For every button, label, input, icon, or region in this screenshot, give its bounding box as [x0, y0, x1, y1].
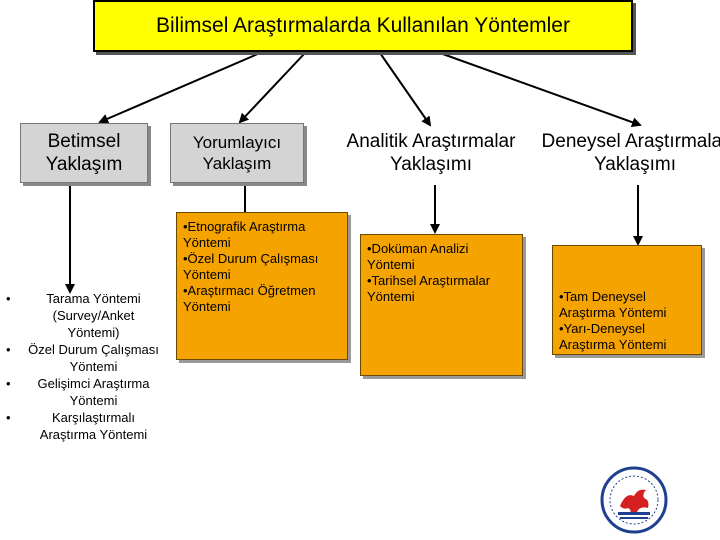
list-item: • Özel Durum Çalışması Yöntemi: [6, 341, 161, 375]
category-deneysel: Deneysel Araştırmalar Yaklaşımı: [522, 130, 720, 180]
category-analitik: Analitik Araştırmalar Yaklaşımı: [318, 130, 544, 180]
arrow-title-deneysel: [439, 52, 642, 127]
list-item: • Tarama Yöntemi (Survey/Anket Yöntemi): [6, 290, 161, 341]
method-item: •Yarı-Deneysel Araştırma Yöntemi: [559, 321, 667, 352]
diagram-title: Bilimsel Araştırmalarda Kullanılan Yönte…: [93, 0, 633, 52]
bullet: •: [6, 291, 11, 306]
bullet: •: [6, 342, 11, 357]
yorumlayici-method-box: •Etnografik Araştırma Yöntemi •Özel Duru…: [176, 212, 348, 360]
list-item-text: Özel Durum Çalışması Yöntemi: [28, 342, 159, 374]
bullet: •: [6, 376, 11, 391]
category-deneysel-line2: Yaklaşımı: [593, 154, 676, 175]
bullet: •: [6, 410, 11, 425]
list-item-text: Tarama Yöntemi (Survey/Anket Yöntemi): [46, 291, 141, 340]
list-item: • Karşılaştırmalı Araştırma Yöntemi: [6, 409, 161, 443]
method-item: •Tarihsel Araştırmalar Yöntemi: [367, 273, 491, 304]
category-deneysel-line1: Deneysel Araştırmalar: [541, 131, 720, 152]
category-yorumlayici: Yorumlayıcı Yaklaşım: [170, 123, 304, 183]
method-item: •Araştırmacı Öğretmen Yöntemi: [183, 283, 316, 314]
list-item-text: Gelişimci Araştırma Yöntemi: [37, 376, 150, 408]
category-analitik-line1: Analitik Araştırmalar: [346, 131, 516, 152]
arrow-title-yorumlayici: [238, 52, 306, 124]
deneysel-method-box: •Tam Deneysel Araştırma Yöntemi •Yarı-De…: [552, 245, 702, 355]
arrow-title-analitik: [379, 52, 432, 127]
method-item: •Özel Durum Çalışması Yöntemi: [183, 251, 319, 282]
betimsel-method-list: • Tarama Yöntemi (Survey/Anket Yöntemi) …: [6, 290, 161, 443]
category-yorumlayici-line2: Yaklaşım: [202, 154, 272, 173]
method-item: •Doküman Analizi Yöntemi: [367, 241, 469, 272]
category-betimsel-line2: Yaklaşım: [45, 154, 123, 175]
list-item-text: Karşılaştırmalı Araştırma Yöntemi: [39, 410, 148, 442]
category-yorumlayici-line1: Yorumlayıcı: [192, 133, 282, 152]
arrow-title-betimsel: [98, 52, 261, 124]
category-betimsel-line1: Betimsel: [47, 131, 121, 152]
category-analitik-line2: Yaklaşımı: [389, 154, 472, 175]
analitik-method-box: •Doküman Analizi Yöntemi •Tarihsel Araşt…: [360, 234, 523, 376]
university-logo-icon: [600, 466, 668, 534]
list-item: • Gelişimci Araştırma Yöntemi: [6, 375, 161, 409]
method-item: •Etnografik Araştırma Yöntemi: [183, 219, 306, 250]
method-item: •Tam Deneysel Araştırma Yöntemi: [559, 289, 667, 320]
category-betimsel: Betimsel Yaklaşım: [20, 123, 148, 183]
